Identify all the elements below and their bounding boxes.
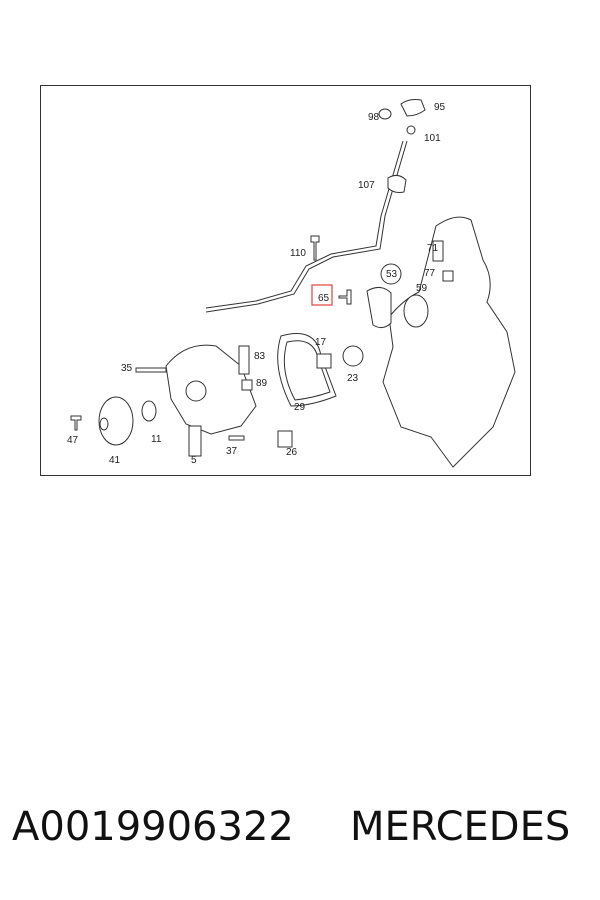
highlighted-callout-box: [311, 284, 333, 306]
callout-label: 37: [226, 446, 238, 457]
pump-outlet: [188, 425, 202, 457]
brand-name: MERCEDES: [350, 804, 571, 850]
clip-101: [406, 125, 416, 135]
callout-label: 41: [109, 455, 121, 466]
callout-label: 95: [434, 102, 446, 113]
callout-label: 35: [121, 363, 133, 374]
part-number: A0019906322: [12, 804, 294, 850]
engine-timing-cover: [382, 216, 516, 468]
sleeve-83: [238, 345, 250, 375]
pulley-41-hub: [99, 417, 109, 431]
plug-17: [316, 353, 332, 369]
callout-label: 23: [347, 373, 359, 384]
callout-label: 59: [416, 283, 428, 294]
callout-label: 98: [368, 112, 380, 123]
callout-label: 101: [424, 133, 441, 144]
callout-label: 29: [294, 402, 306, 413]
callout-label: 5: [191, 455, 197, 466]
sleeve-71: [432, 240, 444, 262]
parts-diagram: 98 95 101 107 110 71 53 77 59 65 83 17 2…: [40, 85, 531, 476]
seal-ring-59: [403, 294, 429, 328]
plug-77: [442, 270, 454, 282]
thermostat-housing: [366, 287, 392, 329]
belt-29: [277, 333, 337, 407]
hose-line: [205, 140, 404, 309]
bushing-26: [277, 430, 293, 448]
screw-65: [338, 289, 352, 305]
bolt-47: [70, 415, 82, 431]
hose-line-outline: [205, 140, 408, 313]
callout-label: 89: [256, 378, 268, 389]
impeller-23: [342, 345, 364, 367]
bolt-110: [310, 235, 320, 261]
exploded-view-drawing: 98 95 101 107 110 71 53 77 59 65 83 17 2…: [67, 99, 516, 468]
pulley-41: [98, 396, 134, 446]
callout-label: 26: [286, 447, 298, 458]
bolt-37: [228, 435, 245, 441]
pump-hub: [185, 380, 207, 402]
belt-29-inner: [283, 340, 331, 401]
product-caption: A0019906322 MERCEDES: [0, 800, 600, 870]
callout-label-highlighted: 65: [318, 293, 330, 304]
water-pump-5: [165, 344, 257, 435]
clamp-98: [378, 108, 392, 120]
hose-clip-107: [387, 174, 407, 193]
bolt-35: [135, 367, 167, 373]
callout-label: 71: [427, 243, 439, 254]
flange-11: [141, 400, 157, 422]
ring-89: [241, 379, 253, 391]
callout-label: 17: [315, 337, 327, 348]
callout-label: 107: [358, 180, 375, 191]
callout-label: 53: [386, 269, 398, 280]
connector-95: [400, 99, 426, 117]
part-53-ring: [380, 263, 402, 285]
callout-label: 11: [151, 434, 162, 445]
callout-label: 47: [67, 435, 79, 446]
callout-label: 77: [424, 268, 436, 279]
callout-label: 110: [290, 248, 306, 259]
callout-label: 83: [254, 351, 266, 362]
